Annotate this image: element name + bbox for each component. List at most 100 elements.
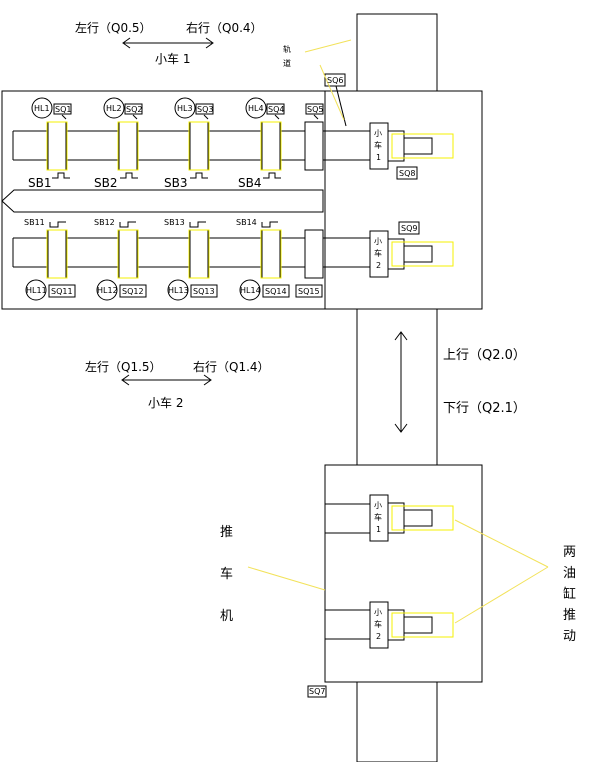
station-highlight-1 [46, 121, 68, 171]
car1-arrow-left-head [122, 37, 131, 49]
cart-1-top-number: 1 [376, 153, 381, 162]
cylinder-leader-2 [454, 566, 549, 624]
cart-1-bottom-piston [403, 509, 433, 527]
cart-1-top-char-b: 车 [374, 140, 382, 150]
car2-arrow-right-head [203, 374, 212, 386]
station-highlight-3 [188, 121, 210, 171]
sq5-marker [313, 114, 319, 120]
lamp-hl12 [96, 279, 118, 301]
button-sb4-symbol [263, 172, 281, 179]
bottom-station-3 [189, 229, 209, 279]
switch-sq8 [396, 166, 418, 180]
vertical-up-label: 上行（Q2.0） [443, 348, 526, 363]
switch-sq4 [266, 103, 285, 115]
station-highlight-12 [117, 229, 139, 279]
cylinder-outline-1 [391, 133, 454, 159]
lamp-hl3 [174, 97, 196, 119]
switch-sq11-label: SQ11 [51, 287, 73, 296]
rail-label-1: 轨 [283, 44, 291, 54]
switch-sq15-label: SQ15 [298, 287, 320, 296]
switch-sq1-label: SQ1 [55, 105, 71, 114]
top-station-2 [118, 121, 138, 171]
lamp-hl2-label: HL2 [106, 104, 122, 113]
button-sb4-label: SB4 [238, 176, 261, 190]
cart-1-bottom-coupler [387, 502, 405, 534]
car1-left-label: 左行（Q0.5） [75, 20, 152, 35]
lamp-hl4 [245, 97, 267, 119]
station-highlight-13 [188, 229, 210, 279]
switch-sq9-label: SQ9 [401, 224, 417, 233]
switch-sq1 [53, 103, 72, 115]
cylinder-label-2: 油 [563, 566, 576, 581]
top-station-5 [304, 121, 324, 171]
bottom-station-4 [261, 229, 281, 279]
button-sb11-symbol [49, 221, 66, 228]
conveyor-arrow [1, 189, 324, 213]
sq4-marker [274, 114, 280, 120]
lamp-hl1-label: HL1 [34, 104, 50, 113]
button-sb2-label: SB2 [94, 176, 117, 190]
car1-right-label: 右行（Q0.4） [186, 20, 263, 35]
cart-1-top-coupler [387, 130, 405, 162]
cart-2-top-coupler [387, 238, 405, 270]
station-highlight-4 [260, 121, 282, 171]
bottom-station-2 [118, 229, 138, 279]
car1-title: 小车 1 [155, 51, 190, 66]
switch-sq9 [398, 221, 420, 235]
cylinder-label-5: 动 [563, 629, 576, 644]
rail-leader-b [319, 64, 345, 121]
button-sb3-symbol [190, 172, 208, 179]
switch-sq7 [307, 685, 327, 698]
rail-label-2: 道 [283, 58, 291, 68]
bottom-station-5 [304, 229, 324, 279]
lamp-hl11 [25, 279, 47, 301]
cart-2-top-piston [403, 245, 433, 263]
lower-pusher-panel [324, 464, 483, 683]
lamp-hl1 [31, 97, 53, 119]
station-highlight-11 [46, 229, 68, 279]
cart-1-bottom-number: 1 [376, 525, 381, 534]
cart-1-top-char-a: 小 [374, 129, 382, 138]
lamp-hl13-label: HL13 [168, 286, 189, 295]
cylinder-outline-3 [391, 505, 454, 531]
button-sb2-symbol [120, 172, 138, 179]
top-station-4 [261, 121, 281, 171]
sq1-marker [61, 114, 67, 120]
sq2-marker [132, 114, 138, 120]
switch-sq12 [119, 284, 147, 298]
button-sb14-symbol [261, 221, 278, 228]
car2-title: 小车 2 [148, 395, 183, 410]
cart-2-bottom-number: 2 [376, 632, 381, 641]
cart-2-bottom-char-b: 车 [374, 619, 382, 629]
cylinder-label-3: 缸 [563, 586, 576, 602]
lamp-hl14 [239, 279, 261, 301]
lamp-hl13 [167, 279, 189, 301]
car1-arrow-right-head [205, 37, 214, 49]
lamp-hl12-label: HL12 [97, 286, 118, 295]
cylinder-outline-2 [391, 241, 454, 267]
button-sb12-label: SB12 [94, 218, 115, 227]
cart-2-bottom-piston [403, 616, 433, 634]
lamp-hl11-label: HL11 [26, 286, 47, 295]
button-sb14-label: SB14 [236, 218, 257, 227]
switch-sq5 [305, 103, 324, 115]
switch-sq13 [190, 284, 218, 298]
switch-sq15 [295, 284, 323, 298]
cart-2-top-char-a: 小 [374, 237, 382, 246]
station-highlight-2 [117, 121, 139, 171]
sq3-marker [203, 114, 209, 120]
switch-sq3-label: SQ3 [197, 105, 213, 114]
cart-1-bottom-char-b: 车 [374, 512, 382, 522]
lamp-hl3-label: HL3 [177, 104, 193, 113]
switch-sq2-label: SQ2 [126, 105, 142, 114]
pusher-label-1: 推 [220, 525, 233, 540]
button-sb11-label: SB11 [24, 218, 45, 227]
button-sb1-label: SB1 [28, 176, 51, 190]
switch-sq14-label: SQ14 [265, 287, 287, 296]
button-sb13-symbol [189, 221, 206, 228]
switch-sq2 [124, 103, 143, 115]
vertical-down-label: 下行（Q2.1） [443, 401, 526, 416]
station-highlight-14 [260, 229, 282, 279]
